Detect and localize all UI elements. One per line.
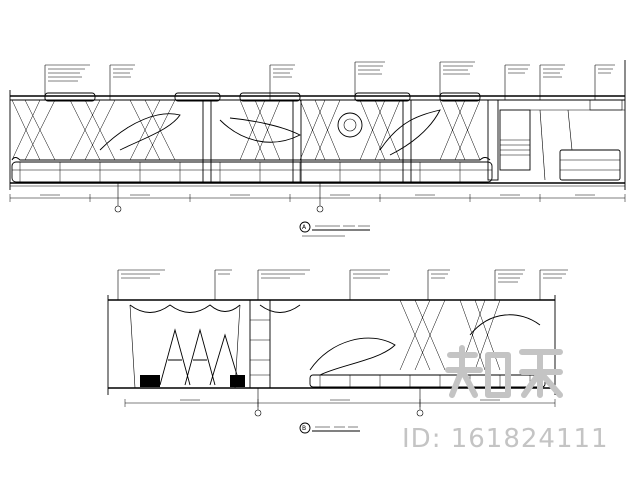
curved-ribbons bbox=[99, 109, 441, 156]
diamond-wall-panels bbox=[11, 99, 481, 161]
watermark-id: ID: 161824111 bbox=[402, 424, 609, 454]
columns bbox=[202, 99, 412, 184]
title-mark-bottom: B bbox=[302, 425, 306, 432]
callout-leaders-bottom bbox=[117, 269, 568, 300]
grid-markers-bottom bbox=[254, 388, 424, 417]
elevation-bottom: B bbox=[107, 269, 568, 434]
diamond-panels-bottom bbox=[309, 299, 541, 376]
callout-leaders-top bbox=[44, 61, 615, 100]
znzmo-logo bbox=[445, 345, 563, 398]
title-mark-top: A bbox=[302, 224, 307, 231]
sofa-band bbox=[11, 157, 493, 183]
a-frame-sculptures bbox=[140, 328, 245, 387]
shelf-column bbox=[249, 299, 271, 389]
elevation-top: A bbox=[9, 60, 626, 237]
curtain-swags bbox=[129, 304, 301, 389]
right-bar-counter bbox=[487, 99, 625, 181]
drawing-title-top: A bbox=[299, 221, 370, 237]
dimension-line-top bbox=[9, 194, 626, 202]
grid-markers-top bbox=[114, 183, 324, 213]
drawing-title-bottom: B bbox=[299, 422, 360, 434]
